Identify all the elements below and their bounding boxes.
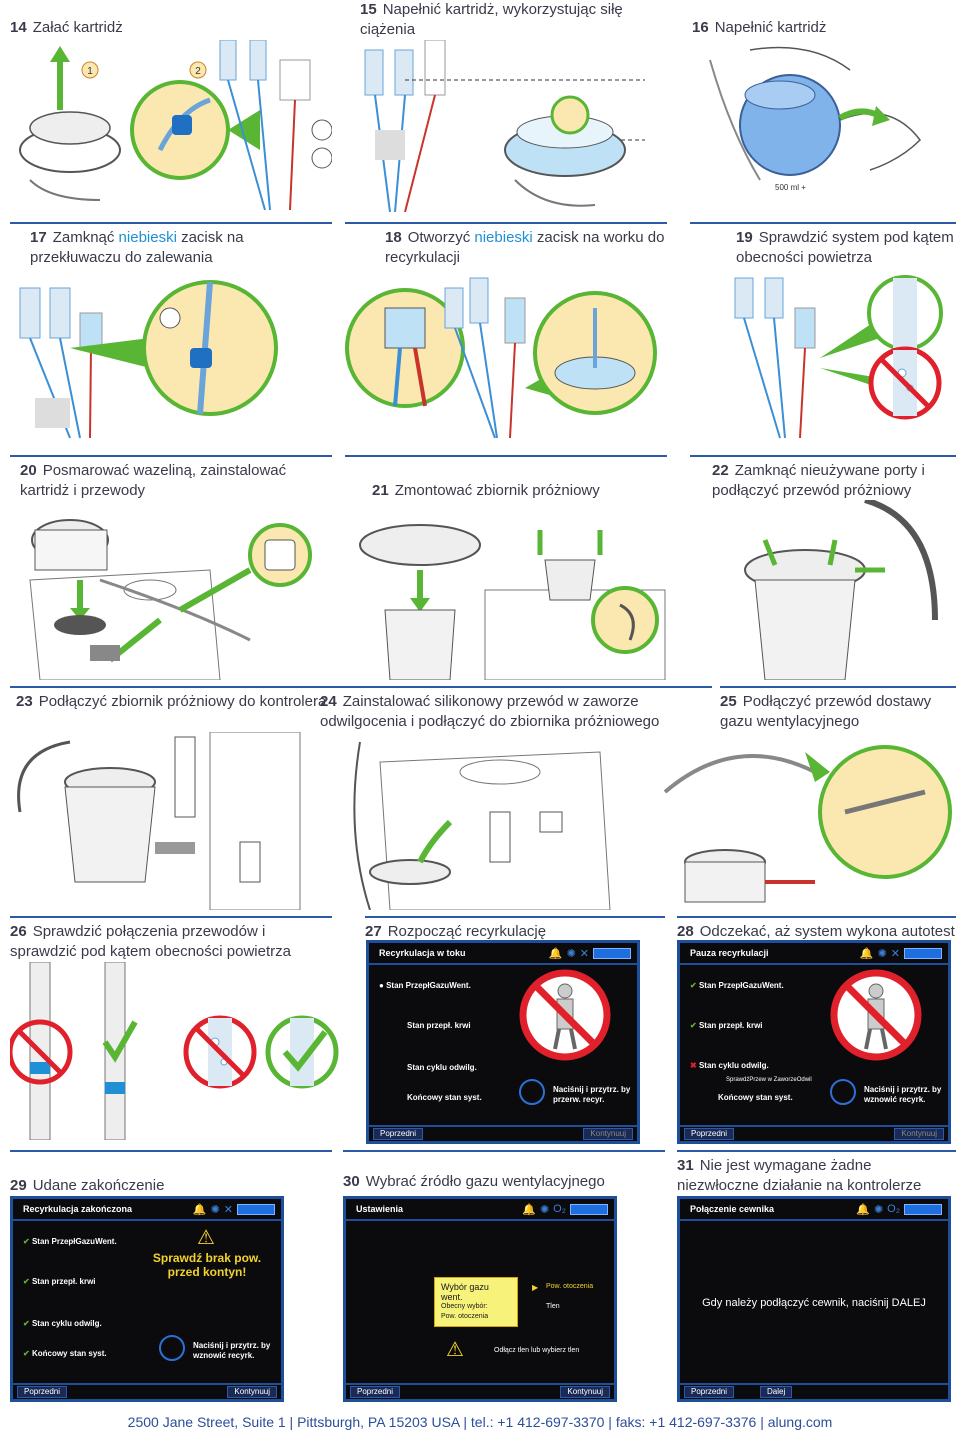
no-patient-icon: [519, 969, 611, 1061]
screen-cannula-connection: Połączenie cewnika 🔔✺O₂ Gdy należy podłą…: [677, 1196, 951, 1402]
fan-icon: ✺: [566, 947, 576, 960]
check-icon: ✔: [690, 1021, 699, 1030]
step-22-illustration: [735, 500, 952, 680]
screen-footer: Poprzedni Dalej: [680, 1383, 948, 1399]
previous-button[interactable]: Poprzedni: [684, 1386, 735, 1398]
option-ambient-air[interactable]: Pow. otoczenia: [546, 1283, 594, 1290]
svg-text:500 ml +: 500 ml +: [775, 183, 806, 192]
screen-header: Ustawienia 🔔✺O₂: [346, 1199, 614, 1221]
check-icon: ✔: [23, 1277, 32, 1286]
step-26-illustration: [10, 962, 340, 1140]
screen-footer: Poprzedni Kontynuuj: [346, 1383, 614, 1399]
check-icon: ✔: [23, 1319, 32, 1328]
step-21-illustration: [345, 500, 667, 680]
check-icon: ✔: [23, 1237, 32, 1246]
svg-text:2: 2: [195, 66, 201, 77]
battery-icon: [904, 947, 942, 959]
bell-icon: 🔔: [192, 1203, 207, 1216]
gas-selection-box[interactable]: Wybór gazu went. Obecny wybór: Pow. otoc…: [434, 1277, 518, 1327]
bell-icon: 🔔: [548, 947, 563, 960]
bell-icon: 🔔: [856, 1203, 870, 1216]
page-footer: 2500 Jane Street, Suite 1 | Pittsburgh, …: [127, 1414, 833, 1430]
fan-icon: ✺: [210, 1203, 220, 1216]
press-hold-icon: [519, 1079, 545, 1105]
battery-icon: [593, 947, 631, 959]
previous-button[interactable]: Poprzedni: [350, 1386, 401, 1398]
muted-icon: ✕: [579, 947, 589, 960]
muted-icon: ✕: [223, 1203, 233, 1216]
screen-footer: Poprzedni Kontynuuj: [13, 1383, 281, 1399]
step-24-illustration: [340, 732, 640, 910]
screen-recirculation-in-progress: Recyrkulacja w toku 🔔✺✕ ● Stan PrzepłGaz…: [366, 940, 640, 1144]
svg-text:1: 1: [87, 66, 93, 77]
status-dot-icon: ●: [379, 981, 387, 990]
battery-icon: [237, 1203, 275, 1215]
check-icon: ✔: [690, 981, 699, 990]
previous-button[interactable]: Poprzedni: [17, 1386, 68, 1398]
warning-icon: ⚠: [446, 1339, 464, 1361]
fan-icon: ✺: [539, 1203, 550, 1216]
fan-icon: ✺: [873, 1203, 884, 1216]
o2-icon: O₂: [887, 1203, 900, 1215]
step-14-illustration: 1 2: [10, 40, 332, 212]
step-20-illustration: [10, 500, 332, 680]
battery-icon: [570, 1203, 608, 1215]
step-15-illustration: [345, 40, 667, 212]
step-17-illustration: [10, 268, 332, 448]
screen-recirculation-complete: Recyrkulacja zakończona 🔔✺✕ ✔ Stan Przep…: [10, 1196, 284, 1402]
continue-button[interactable]: Kontynuuj: [583, 1128, 633, 1140]
screen-header: Połączenie cewnika 🔔✺O₂: [680, 1199, 948, 1221]
bell-icon: 🔔: [859, 947, 874, 960]
press-hold-icon: [830, 1079, 856, 1105]
screen-header: Recyrkulacja w toku 🔔✺✕: [369, 943, 637, 965]
bell-icon: 🔔: [522, 1203, 536, 1216]
step-25-illustration: [655, 732, 952, 910]
warning-icon: ⚠: [197, 1227, 215, 1249]
screen-header: Pauza recyrkulacji 🔔✺✕: [680, 943, 948, 965]
no-patient-icon: [830, 969, 922, 1061]
previous-button[interactable]: Poprzedni: [373, 1128, 424, 1140]
fan-icon: ✺: [877, 947, 887, 960]
step-19-illustration: [730, 268, 952, 448]
selected-arrow-icon: ▶: [532, 1283, 539, 1292]
step-18-illustration: [345, 268, 667, 448]
battery-icon: [904, 1203, 942, 1215]
option-oxygen[interactable]: Tlen: [546, 1303, 560, 1310]
screen-footer: Poprzedni Kontynuuj: [369, 1125, 637, 1141]
step-16-illustration: 500 ml +: [690, 40, 952, 212]
screen-settings: Ustawienia 🔔✺O₂ Wybór gazu went. Obecny …: [343, 1196, 617, 1402]
continue-button[interactable]: Kontynuuj: [560, 1386, 610, 1398]
screen-header: Recyrkulacja zakończona 🔔✺✕: [13, 1199, 281, 1221]
check-icon: ✔: [23, 1349, 32, 1358]
screen-footer: Poprzedni Kontynuuj: [680, 1125, 948, 1141]
continue-button[interactable]: Kontynuuj: [894, 1128, 944, 1140]
next-button[interactable]: Dalej: [760, 1386, 793, 1398]
screen-recirculation-paused: Pauza recyrkulacji 🔔✺✕ ✔ Stan PrzepłGazu…: [677, 940, 951, 1144]
press-hold-icon: [159, 1335, 185, 1361]
o2-icon: O₂: [553, 1203, 566, 1215]
muted-icon: ✕: [890, 947, 900, 960]
continue-button[interactable]: Kontynuuj: [227, 1386, 277, 1398]
previous-button[interactable]: Poprzedni: [684, 1128, 735, 1140]
error-x-icon: ✖: [690, 1061, 699, 1070]
step-23-illustration: [10, 732, 310, 910]
